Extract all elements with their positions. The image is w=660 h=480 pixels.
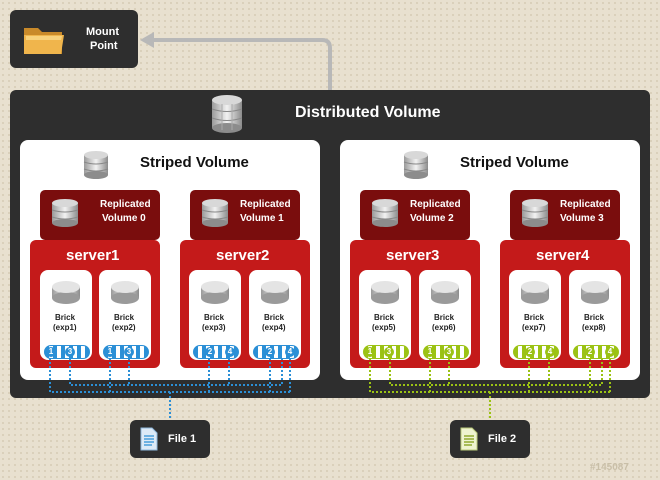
replicated-volume-label: Volume 2 — [410, 213, 454, 224]
brick-label: Brick — [524, 313, 545, 322]
brick-label: Brick — [584, 313, 605, 322]
disk-icon — [261, 281, 289, 304]
distributed-volume-title: Distributed Volume — [295, 104, 441, 121]
folder-icon — [24, 28, 64, 54]
chunk-number: 1 — [365, 347, 375, 357]
replicated-volume-label: Replicated — [560, 199, 611, 210]
brick-label: Brick — [55, 313, 76, 322]
replicated-volume-label: Replicated — [410, 199, 461, 210]
database-icon — [83, 151, 109, 179]
brick-label: (exp4) — [262, 323, 286, 332]
database-icon — [403, 151, 429, 179]
replicated-volume-label: Volume 3 — [560, 213, 604, 224]
disk-icon — [111, 281, 139, 304]
brick-label: Brick — [434, 313, 455, 322]
replicated-volume-0: Replicated Volume 0 — [40, 190, 160, 240]
database-icon — [201, 199, 229, 227]
chunk-pill: 1 3 — [103, 345, 149, 359]
mount-arrow — [150, 38, 332, 90]
disk-icon — [521, 281, 549, 304]
mount-point: Mount Point — [10, 10, 138, 68]
brick-label: (exp6) — [432, 323, 456, 332]
chunk-number: 4 — [545, 347, 555, 357]
document-icon — [140, 427, 158, 451]
file-label: File 1 — [168, 433, 197, 445]
chunk-pill: 2 4 — [193, 345, 239, 359]
chunk-number: 2 — [205, 347, 215, 357]
disk-icon — [431, 281, 459, 304]
brick-label: (exp2) — [112, 323, 136, 332]
replicated-volume-label: Volume 0 — [102, 213, 146, 224]
chunk-pill: 2 4 — [573, 345, 619, 359]
brick-label: Brick — [114, 313, 135, 322]
brick-label: Brick — [264, 313, 285, 322]
striped-volume-title: Striped Volume — [140, 154, 249, 171]
chunk-number: 1 — [105, 347, 115, 357]
chunk-number: 4 — [285, 347, 295, 357]
chunk-number: 4 — [225, 347, 235, 357]
server-name: server3 — [386, 247, 440, 264]
disk-icon — [371, 281, 399, 304]
chunk-pill: 1 3 — [44, 345, 90, 359]
brick-label: (exp5) — [372, 323, 396, 332]
brick-label: (exp7) — [522, 323, 546, 332]
replicated-volume-label: Replicated — [240, 199, 291, 210]
brick-label: Brick — [204, 313, 225, 322]
disk-icon — [52, 281, 80, 304]
server-name: server4 — [536, 247, 590, 264]
brick-label: (exp3) — [202, 323, 226, 332]
database-icon — [371, 199, 399, 227]
chunk-number: 2 — [265, 347, 275, 357]
chunk-pill: 2 4 — [513, 345, 559, 359]
chunk-number: 3 — [124, 347, 134, 357]
disk-icon — [581, 281, 609, 304]
chunk-number: 1 — [46, 347, 56, 357]
database-icon — [521, 199, 549, 227]
database-icon — [51, 199, 79, 227]
file-label: File 2 — [488, 433, 517, 445]
file2-connector — [369, 358, 611, 420]
file1-connector — [49, 358, 291, 420]
mount-point-label-line2: Point — [90, 40, 118, 52]
chunk-number: 1 — [425, 347, 435, 357]
arrow-head-icon — [140, 32, 154, 48]
chunk-number: 2 — [525, 347, 535, 357]
replicated-volume-label: Replicated — [100, 199, 151, 210]
mount-point-label-line1: Mount — [86, 26, 119, 38]
watermark-id: #145087 — [590, 462, 629, 473]
chunk-number: 3 — [65, 347, 75, 357]
brick-label: Brick — [374, 313, 395, 322]
file-2: File 2 — [450, 420, 530, 458]
disk-icon — [201, 281, 229, 304]
chunk-number: 2 — [585, 347, 595, 357]
chunk-pill: 1 3 — [363, 345, 409, 359]
document-icon — [460, 427, 478, 451]
file-1: File 1 — [130, 420, 210, 458]
server-name: server2 — [216, 247, 270, 264]
brick-label: (exp1) — [53, 323, 77, 332]
database-icon — [211, 95, 243, 133]
chunk-number: 4 — [605, 347, 615, 357]
replicated-volume-label: Volume 1 — [240, 213, 284, 224]
server-name: server1 — [66, 247, 120, 264]
chunk-pill: 2 4 — [253, 345, 299, 359]
chunk-pill: 1 3 — [423, 345, 469, 359]
brick-label: (exp8) — [582, 323, 606, 332]
chunk-number: 3 — [384, 347, 394, 357]
chunk-number: 3 — [444, 347, 454, 357]
striped-volume-title: Striped Volume — [460, 154, 569, 171]
